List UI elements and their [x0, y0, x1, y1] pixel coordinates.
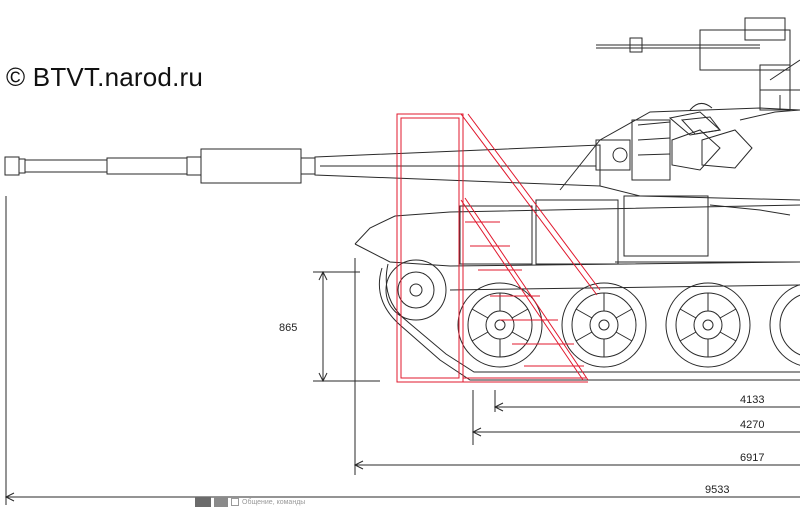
taskbar-button-2[interactable]: [214, 497, 228, 507]
dim-4133: 4133: [740, 394, 764, 406]
road-wheels: [457, 282, 800, 368]
dim-9533: 9533: [705, 484, 729, 496]
dim-6917: 6917: [740, 452, 764, 464]
hull: [354, 195, 800, 267]
ladder-overlay: [396, 113, 601, 383]
taskbar-text: Общение, команды: [242, 498, 306, 506]
watermark: © BTVT.narod.ru: [6, 62, 204, 92]
dimension-lines: [4, 196, 800, 505]
window-button-icon[interactable]: [231, 498, 239, 506]
track: [378, 259, 800, 381]
dim-4270: 4270: [740, 419, 764, 431]
dim-track-height: 865: [279, 322, 297, 334]
turret: [559, 17, 800, 201]
taskbar-button[interactable]: [195, 497, 211, 507]
taskbar: Общение, команды: [195, 497, 305, 507]
